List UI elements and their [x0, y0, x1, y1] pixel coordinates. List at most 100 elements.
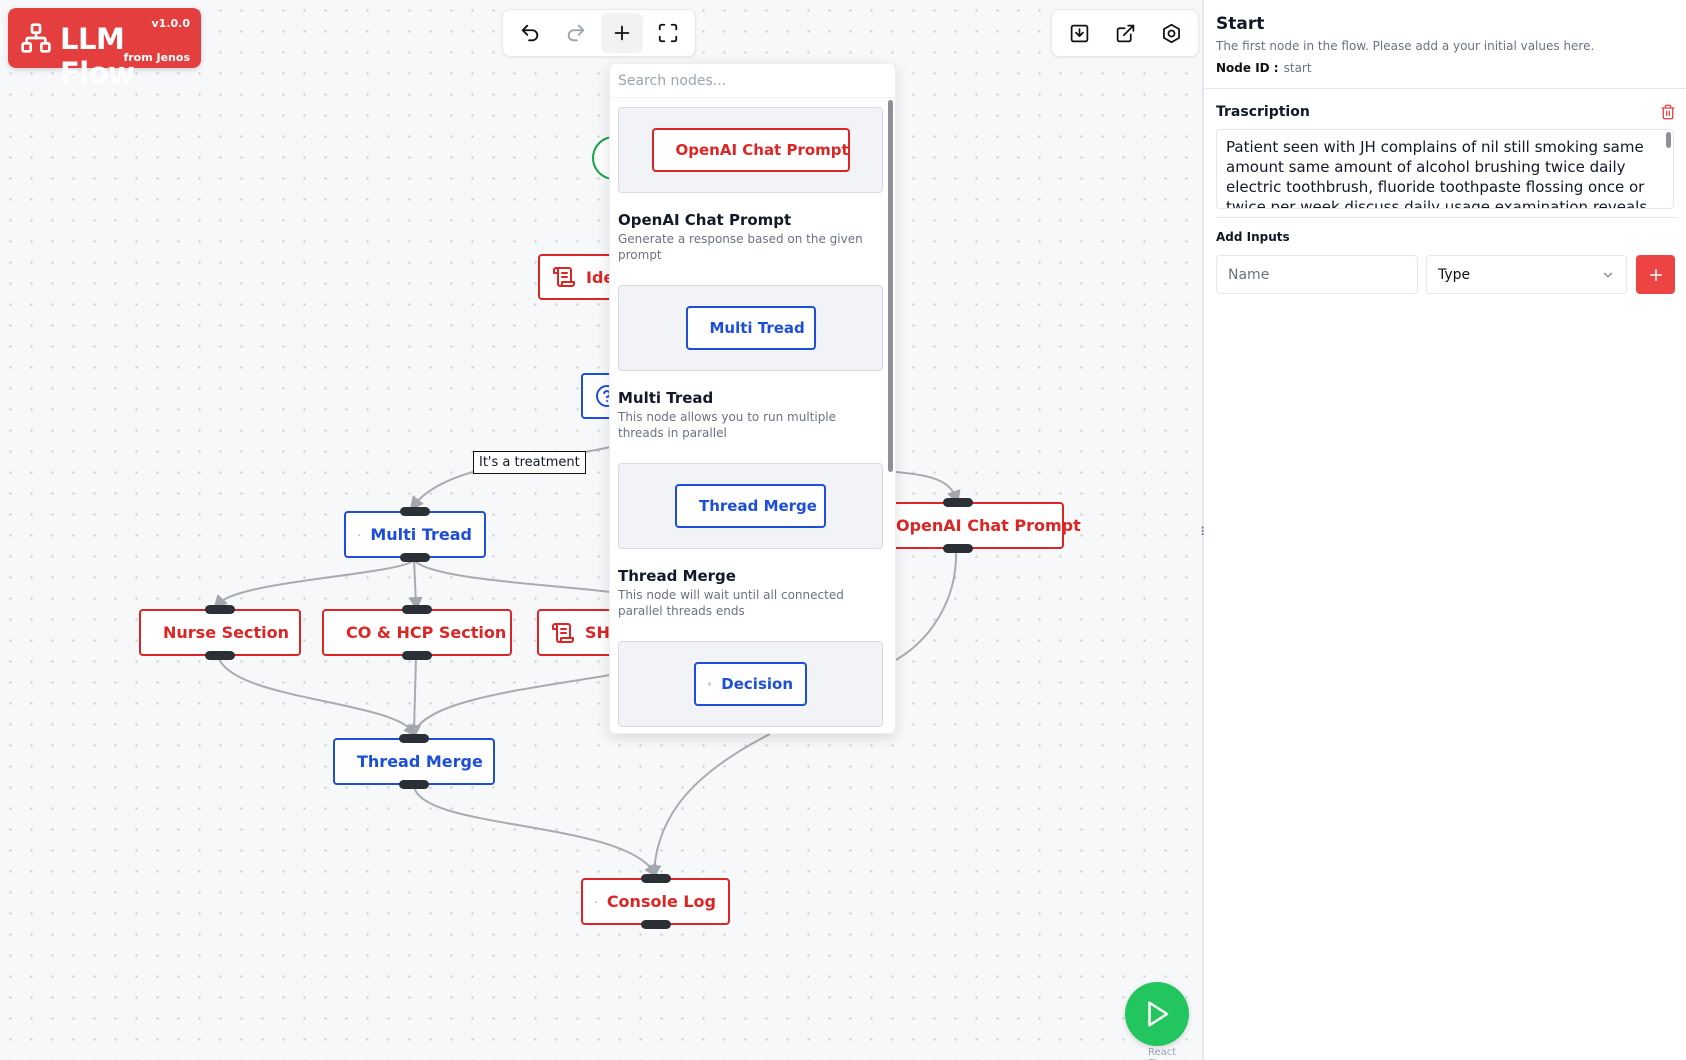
react-flow-attribution[interactable]: React Flow: [1148, 1047, 1177, 1060]
node-nurse-section[interactable]: Nurse Section: [139, 605, 301, 660]
node-openai-chat-prompt[interactable]: OpenAI Chat Prompt: [880, 498, 1081, 553]
node-multi-thread[interactable]: Multi Tread: [344, 507, 486, 562]
edge: [407, 655, 422, 739]
add-input-button[interactable]: [1636, 255, 1675, 294]
picker-item-openai-chat-prompt[interactable]: OpenAI Chat Prompt: [618, 107, 883, 193]
node-label: Console Log: [606, 892, 716, 911]
input-handle[interactable]: [943, 498, 973, 507]
node-inspector-panel: Start The first node in the flow. Please…: [1204, 0, 1686, 1060]
output-handle[interactable]: [943, 544, 973, 553]
node-preview-label: Decision: [721, 675, 793, 693]
node-id-label: Node ID :: [1216, 61, 1279, 75]
node-preview: Multi Tread: [685, 306, 816, 350]
node-label: Nurse Section: [163, 623, 289, 642]
node-thread-merge[interactable]: Thread Merge: [333, 734, 495, 789]
picker-item-decision[interactable]: Decision: [618, 641, 883, 727]
edges-layer: [213, 446, 961, 879]
app-version: v1.0.0: [151, 17, 191, 30]
app-logo: LLM Flow v1.0.0 from Jenos: [8, 8, 201, 90]
scroll-icon: [552, 622, 574, 643]
download-button[interactable]: [1058, 13, 1100, 53]
picker-scrollbar[interactable]: [888, 100, 893, 472]
node-picker-dropdown: OpenAI Chat Prompt OpenAI Chat Prompt Ge…: [609, 63, 896, 734]
run-flow-button[interactable]: [1125, 982, 1189, 1046]
undo-button[interactable]: [509, 13, 551, 53]
add-inputs-label: Add Inputs: [1216, 230, 1290, 244]
question-icon: [708, 682, 712, 686]
node-preview: Thread Merge: [675, 484, 826, 528]
input-type-select[interactable]: Type: [1426, 255, 1627, 294]
add-node-button[interactable]: [601, 13, 643, 53]
edge: [413, 785, 658, 878]
fullscreen-icon: [658, 23, 678, 43]
chevron-down-icon: [1603, 272, 1613, 277]
transcription-textarea[interactable]: Patient seen with JH complains of nil st…: [1216, 129, 1674, 209]
scroll-icon: [553, 267, 575, 287]
input-handle[interactable]: [205, 605, 235, 614]
edge: [413, 559, 611, 593]
divider: [1216, 217, 1678, 218]
export-button[interactable]: [1104, 13, 1146, 53]
settings-icon: [1162, 23, 1180, 43]
plus-icon: [614, 25, 630, 41]
app-name: LLM Flow: [60, 22, 135, 90]
picker-item-title: OpenAI Chat Prompt: [618, 211, 792, 229]
node-preview: Decision: [694, 662, 807, 706]
redo-button[interactable]: [555, 13, 597, 53]
panel-resize-handle[interactable]: [1202, 0, 1204, 1060]
fullscreen-button[interactable]: [647, 13, 689, 53]
node-id-value: start: [1283, 61, 1312, 75]
panel-header: Start The first node in the flow. Please…: [1204, 0, 1686, 89]
picker-item-thread-merge[interactable]: Thread Merge: [618, 463, 883, 549]
plus-icon: [1649, 268, 1662, 281]
edge: [647, 733, 771, 879]
output-handle[interactable]: [402, 651, 432, 660]
split-icon: [358, 533, 360, 536]
node-co-hcp-section[interactable]: CO & HCP Section: [322, 605, 512, 660]
output-handle[interactable]: [399, 780, 429, 789]
edge: [408, 559, 423, 611]
picker-item-title: Multi Tread: [618, 389, 714, 407]
transcription-field: Trascription Patient seen with JH compla…: [1216, 104, 1678, 209]
node-preview-label: OpenAI Chat Prompt: [675, 141, 849, 159]
trash-icon: [1661, 104, 1675, 120]
input-name-field[interactable]: Name: [1216, 255, 1418, 294]
delete-field-button[interactable]: [1660, 104, 1676, 124]
redo-icon: [567, 24, 585, 42]
console-icon: [595, 900, 597, 903]
edge-label: It's a treatment: [473, 451, 586, 474]
input-handle[interactable]: [399, 734, 429, 743]
picker-item-multi-thread[interactable]: Multi Tread: [618, 285, 883, 371]
node-id: Node ID : start: [1216, 61, 1674, 75]
node-label: OpenAI Chat Prompt: [896, 516, 1081, 535]
textarea-scrollbar[interactable]: [1666, 132, 1671, 148]
input-handle[interactable]: [402, 605, 432, 614]
output-handle[interactable]: [400, 553, 430, 562]
node-preview-label: Thread Merge: [699, 497, 817, 515]
node-search: [610, 64, 895, 98]
picker-item-description: This node allows you to run multiple thr…: [618, 410, 837, 440]
picker-item-title: Thread Merge: [618, 567, 736, 585]
node-preview-label: Multi Tread: [709, 319, 805, 337]
external-link-icon: [1116, 24, 1134, 42]
type-select-value: Type: [1438, 266, 1471, 283]
output-handle[interactable]: [640, 920, 671, 929]
node-search-input[interactable]: [618, 72, 887, 89]
picker-item-description: This node will wait until all connected …: [618, 588, 844, 618]
edge: [895, 548, 958, 661]
settings-button[interactable]: [1150, 13, 1192, 53]
output-handle[interactable]: [205, 651, 235, 660]
edge: [413, 674, 611, 733]
input-handle[interactable]: [640, 874, 671, 883]
edit-toolbar: [502, 9, 696, 57]
node-label: Multi Tread: [370, 525, 472, 544]
transcription-text: Patient seen with JH complains of nil st…: [1226, 138, 1648, 209]
node-label: Thread Merge: [357, 752, 483, 771]
file-toolbar: [1051, 9, 1199, 57]
flow-canvas[interactable]: Ide It's a treatment Multi Tread Nurse S…: [0, 0, 1202, 1060]
input-handle[interactable]: [400, 507, 430, 516]
panel-description: The first node in the flow. Please add a…: [1216, 39, 1595, 53]
edge: [213, 559, 415, 610]
node-console-log[interactable]: Console Log: [581, 874, 730, 929]
play-icon: [1148, 1001, 1169, 1027]
